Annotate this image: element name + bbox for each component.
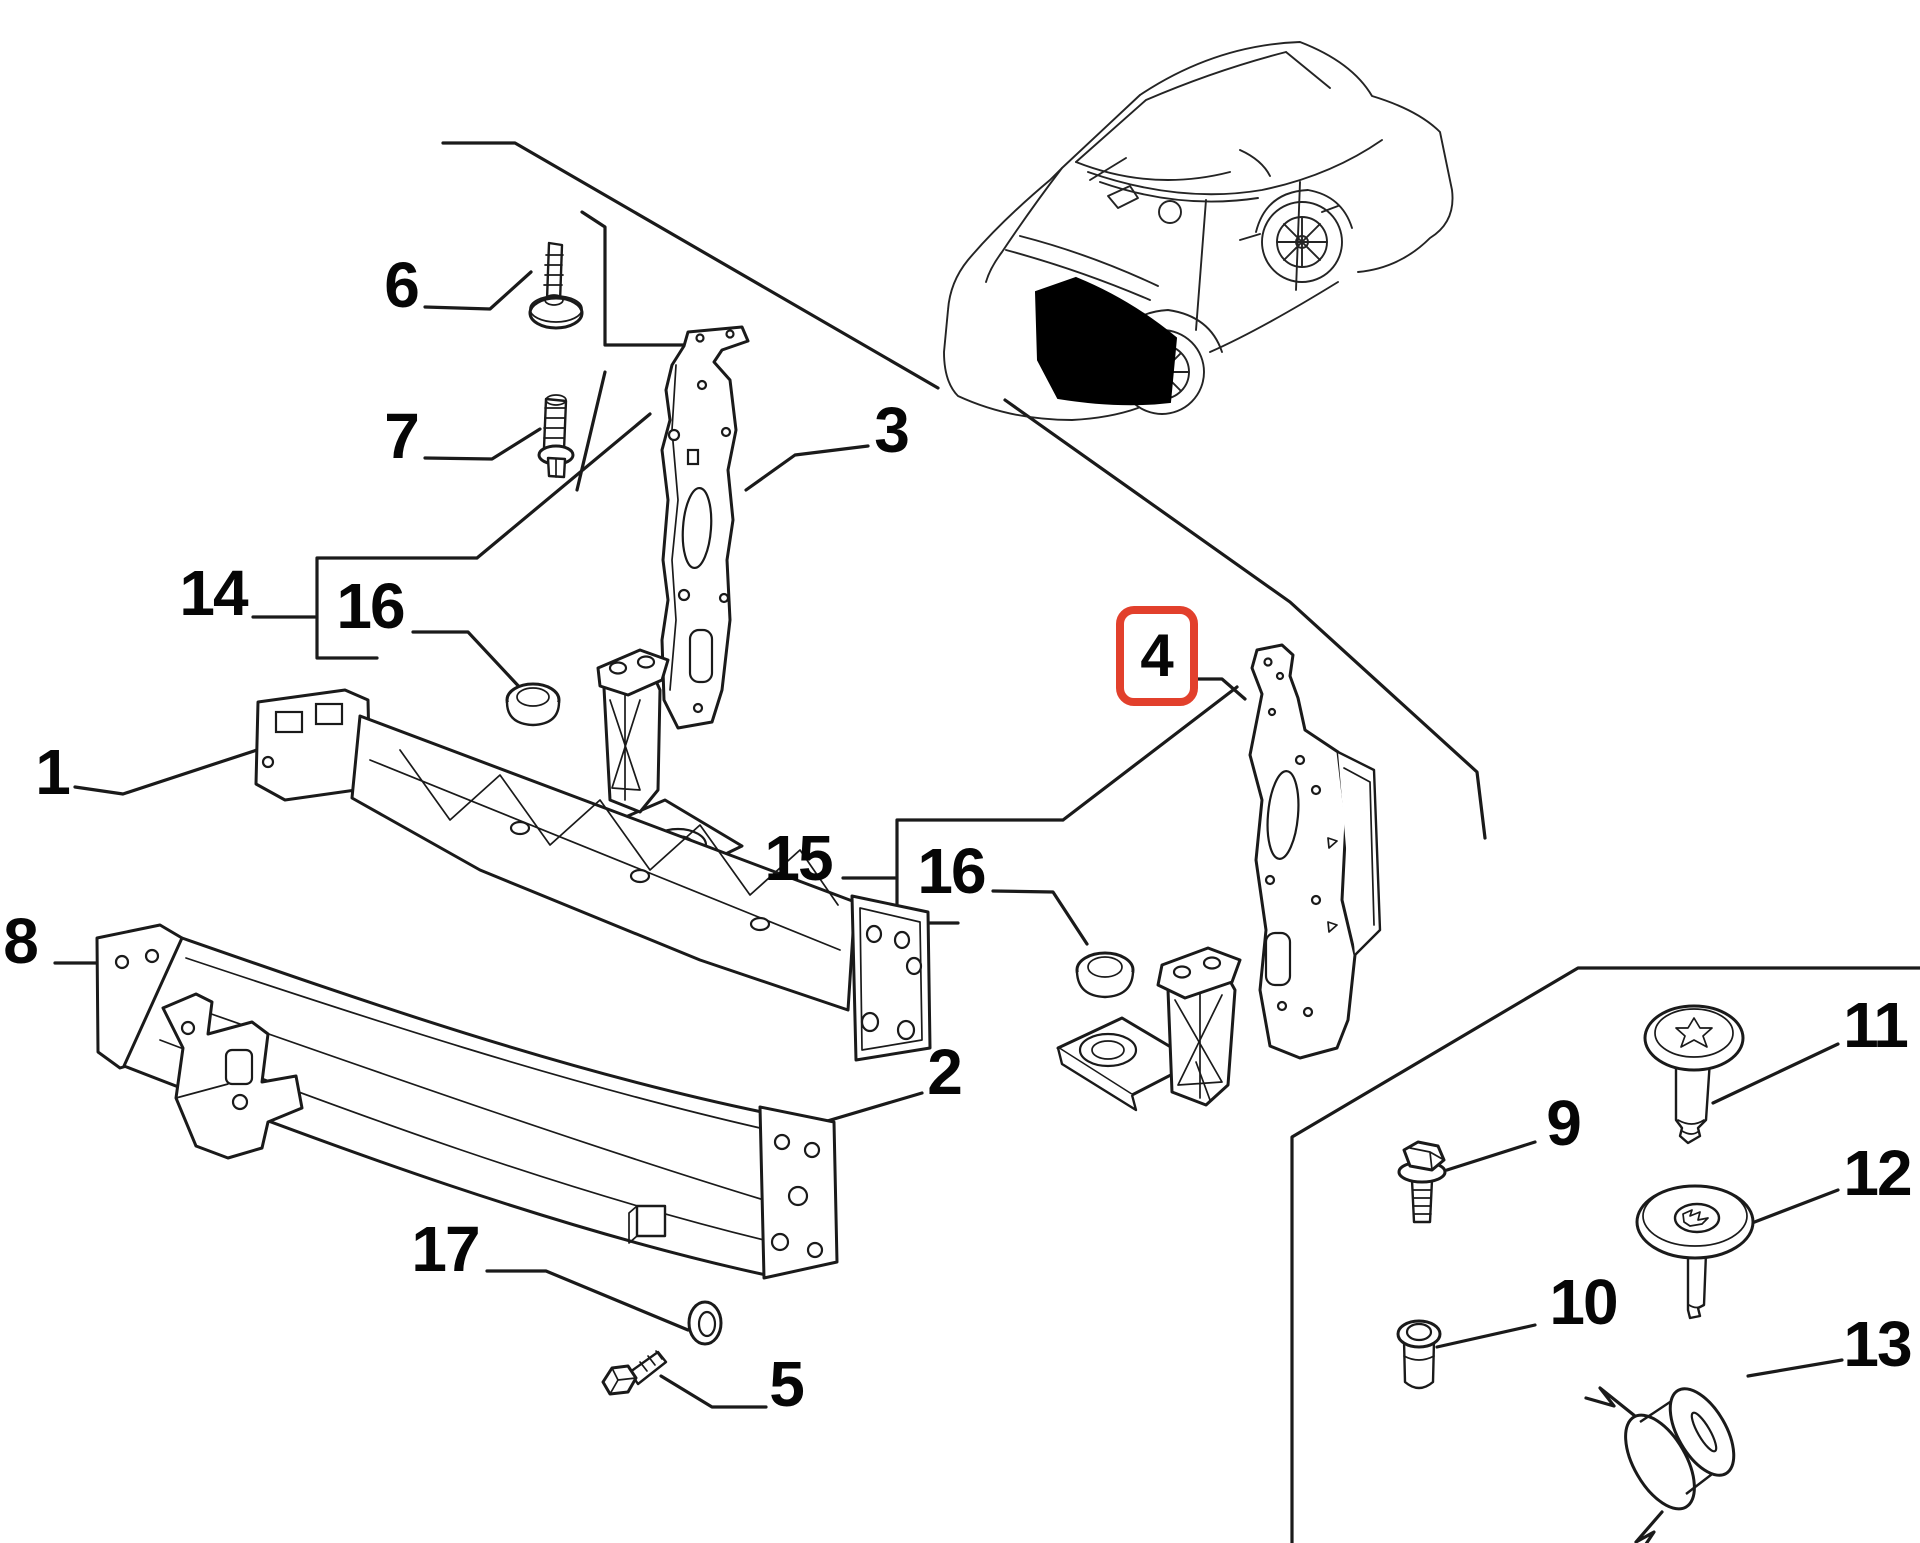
part-drawing-16-grommet-right: [1075, 951, 1135, 999]
callout-15[interactable]: 15: [764, 822, 833, 894]
callout-11[interactable]: 11: [1843, 989, 1909, 1061]
part-drawing-6-screw: [528, 241, 584, 330]
callout-8[interactable]: 8: [3, 905, 39, 977]
rear-wheel: [1261, 201, 1343, 283]
part-drawing-right-mount-bracket: [1056, 946, 1242, 1112]
callout-7[interactable]: 7: [384, 400, 420, 472]
callout-1[interactable]: 1: [35, 736, 71, 808]
highlighted-grille-area: [1034, 276, 1178, 406]
part-drawing-11-push-pin: [1643, 1004, 1745, 1145]
callout-4-number: 4: [1140, 622, 1174, 689]
callout-2[interactable]: 2: [927, 1036, 963, 1108]
callout-12[interactable]: 12: [1843, 1137, 1912, 1209]
callout-3[interactable]: 3: [874, 394, 910, 466]
callout-17[interactable]: 17: [411, 1213, 480, 1285]
part-drawing-3-side-panel: [660, 325, 750, 730]
part-drawing-7-bolt: [537, 394, 575, 479]
callout-5[interactable]: 5: [769, 1348, 805, 1420]
callout-14[interactable]: 14: [179, 557, 248, 629]
callout-6[interactable]: 6: [384, 249, 420, 321]
part-drawing-9-bolt: [1397, 1140, 1447, 1224]
part-drawing-13-retainer-clip: [1584, 1386, 1736, 1543]
part-drawing-2-lower-beam: [95, 923, 839, 1280]
part-drawing-10-rivet-nut: [1396, 1319, 1442, 1390]
callout-10[interactable]: 10: [1549, 1266, 1618, 1338]
callout-16-right[interactable]: 16: [917, 835, 986, 907]
vehicle-locator-illustration: [943, 41, 1454, 421]
part-drawing-4-side-panel: [1248, 643, 1382, 1060]
callout-4-highlighted[interactable]: 4: [1116, 606, 1198, 706]
part-drawing-12-washer-pin: [1635, 1184, 1755, 1320]
group-bracket-lines: [315, 141, 1920, 1543]
part-drawing-5-bolt: [601, 1350, 668, 1396]
part-drawing-8-bracket: [161, 992, 304, 1160]
callout-16-left[interactable]: 16: [336, 570, 405, 642]
part-drawing-16-grommet-left: [505, 682, 561, 727]
callout-9[interactable]: 9: [1546, 1087, 1582, 1159]
callout-leader-lines: [53, 270, 1844, 1409]
callout-13[interactable]: 13: [1843, 1308, 1912, 1380]
part-drawing-1-upper-beam: [254, 688, 932, 1062]
part-drawing-17-washer: [687, 1300, 723, 1346]
